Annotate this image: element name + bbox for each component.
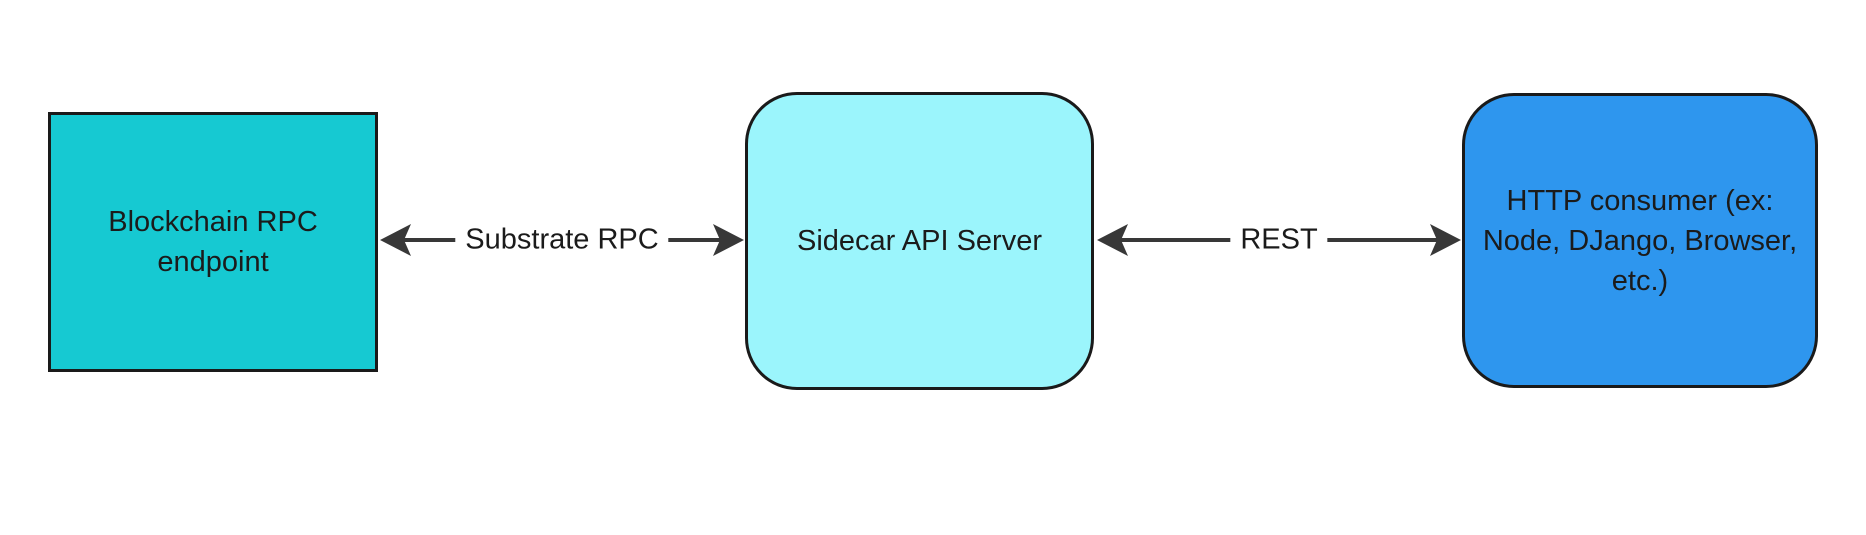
arrow-right-head-icon bbox=[713, 224, 744, 256]
arrow-right-head-icon bbox=[1430, 224, 1461, 256]
node-http-consumer: HTTP consumer (ex: Node, DJango, Browser… bbox=[1462, 93, 1818, 388]
node-blockchain-rpc-endpoint: Blockchain RPC endpoint bbox=[48, 112, 378, 372]
arrow-left-head-icon bbox=[380, 224, 411, 256]
edge-substrate-rpc: Substrate RPC bbox=[378, 218, 746, 262]
edge-label-substrate-rpc: Substrate RPC bbox=[455, 223, 669, 257]
node-sidecar-api-server: Sidecar API Server bbox=[745, 92, 1094, 390]
node-label-line: Node, DJango, Browser, bbox=[1482, 224, 1798, 257]
edge-rest: REST bbox=[1095, 218, 1463, 262]
edge-label-rest: REST bbox=[1230, 223, 1328, 257]
node-label-line: endpoint bbox=[157, 246, 269, 278]
node-label-line: HTTP consumer (ex: bbox=[1506, 184, 1774, 217]
arrow-left-head-icon bbox=[1097, 224, 1128, 256]
node-label-line: etc.) bbox=[1611, 264, 1669, 297]
node-label-line: Sidecar API Server bbox=[797, 225, 1042, 257]
node-label-line: Blockchain RPC bbox=[108, 206, 318, 238]
